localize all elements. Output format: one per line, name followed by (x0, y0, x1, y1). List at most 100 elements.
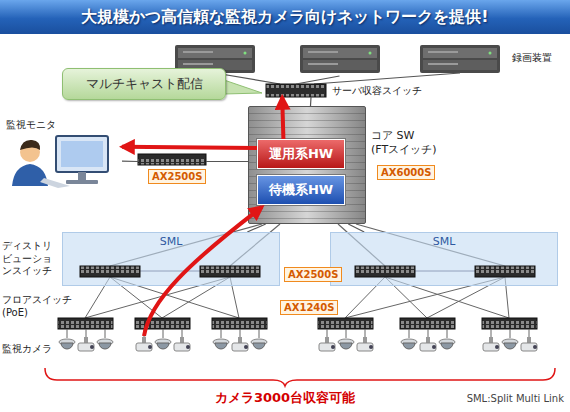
bullet-camera (186, 345, 190, 349)
sml-band: SML (330, 232, 558, 286)
bullet-camera (426, 337, 430, 343)
camera-cable (327, 329, 328, 338)
dome-camera (253, 343, 265, 349)
title-bar: 大規模かつ高信頼な監視カメラ向けネットワークを提供! (0, 0, 570, 34)
bullet-camera (357, 343, 373, 351)
camera-cable (529, 329, 530, 338)
node-label: 運用系HW (269, 145, 333, 163)
monitor-switch (138, 154, 206, 165)
camera-cable (240, 329, 241, 338)
network-cable (247, 224, 265, 232)
camera-cable (221, 329, 222, 338)
model-tag: AX2500S (148, 169, 206, 184)
callout-box: マルチキャスト配信 (62, 68, 226, 100)
camera-cable (182, 329, 183, 338)
camera-cable (67, 329, 68, 338)
camera-cable (491, 329, 492, 338)
bullet-camera (244, 345, 248, 349)
node-label: SML (160, 235, 183, 248)
active-hw: 運用系HW (257, 139, 345, 169)
bullet-camera (142, 337, 146, 343)
bullet-camera (369, 345, 373, 349)
standby-hw: 待機系HW (257, 175, 345, 205)
bullet-camera (174, 343, 190, 351)
node-label: コア SW (FTスイッチ) (371, 129, 447, 158)
dome-camera (502, 339, 518, 345)
bullet-camera (84, 337, 88, 343)
camera-cable (346, 329, 347, 338)
bullet-camera (420, 343, 436, 351)
bullet-camera (78, 343, 94, 351)
bullet-camera (432, 345, 436, 349)
camera-bracket (45, 368, 555, 386)
network-cable (206, 161, 248, 162)
camera-cable (510, 329, 511, 338)
floor-switch (318, 318, 373, 329)
camera-cable (365, 329, 366, 338)
capacity-note: カメラ3000台収容可能 (190, 389, 380, 407)
operator-icon (12, 136, 108, 188)
model-tag: AX2500S (284, 267, 342, 282)
bullet-camera (521, 343, 537, 351)
bullet-camera (232, 343, 248, 351)
dome-camera (99, 343, 111, 349)
dome-camera (155, 339, 171, 345)
dome-camera (213, 339, 229, 345)
tier-label: フロアスイッチ (PoE) (2, 294, 74, 319)
bullet-camera (325, 337, 329, 343)
model-tag: AX6000S (377, 165, 435, 180)
monitor-station: 監視モニタ (4, 118, 122, 190)
camera-cable (447, 329, 448, 338)
dome-camera (157, 343, 169, 349)
tier-label: ディストリビューションスイッチ (2, 240, 60, 278)
callout-tail (224, 80, 262, 94)
bullet-camera (148, 345, 152, 349)
floor-switch (400, 318, 455, 329)
node-label: 待機系HW (269, 181, 333, 199)
bullet-camera (331, 345, 335, 349)
camera-cable (259, 329, 260, 338)
recorder-cables (215, 73, 460, 84)
dome-camera (251, 339, 267, 345)
bullet-camera (238, 337, 242, 343)
node-label: 監視モニタ (6, 118, 56, 132)
bullet-camera (527, 337, 531, 343)
node-label: 録画装置 (512, 51, 552, 65)
camera-cable (86, 329, 87, 338)
floor-switch (482, 318, 537, 329)
node-label: SML (433, 235, 456, 248)
core-switch: コア SW (FTスイッチ)AX6000S運用系HW待機系HW (248, 106, 366, 224)
camera-cable (163, 329, 164, 338)
dome-camera (401, 339, 417, 345)
bullet-camera (363, 337, 367, 343)
camera-cable (428, 329, 429, 338)
dome-camera (97, 339, 113, 345)
model-tag: AX1240S (280, 300, 338, 315)
title-text: 大規模かつ高信頼な監視カメラ向けネットワークを提供! (81, 7, 488, 28)
bullet-camera (533, 345, 537, 349)
dome-camera (61, 343, 73, 349)
dome-camera (441, 343, 453, 349)
network-cable (296, 76, 340, 84)
abbreviation-note: SML:Split Multi Link (467, 393, 564, 404)
bullet-camera (319, 343, 335, 351)
camera-cable (105, 329, 106, 338)
node-label: マルチキャスト配信 (86, 75, 203, 93)
node-label: サーバ収容スイッチ (332, 84, 422, 98)
server-switch (266, 84, 326, 97)
bullet-camera (495, 345, 499, 349)
dome-camera (439, 339, 455, 345)
monitor-switch: AX2500S (138, 154, 206, 184)
camera-cable (409, 329, 410, 338)
dome-camera (338, 339, 354, 345)
floor-switch (58, 318, 113, 329)
server-switch: サーバ収容スイッチ (266, 84, 326, 97)
network-cable (122, 161, 138, 163)
stream-arrow (122, 147, 257, 148)
network-cable (348, 224, 364, 232)
network-cable (310, 97, 312, 106)
dome-camera (340, 343, 352, 349)
tier-label: 監視カメラ (2, 342, 52, 356)
sml-band: SML (62, 232, 280, 286)
